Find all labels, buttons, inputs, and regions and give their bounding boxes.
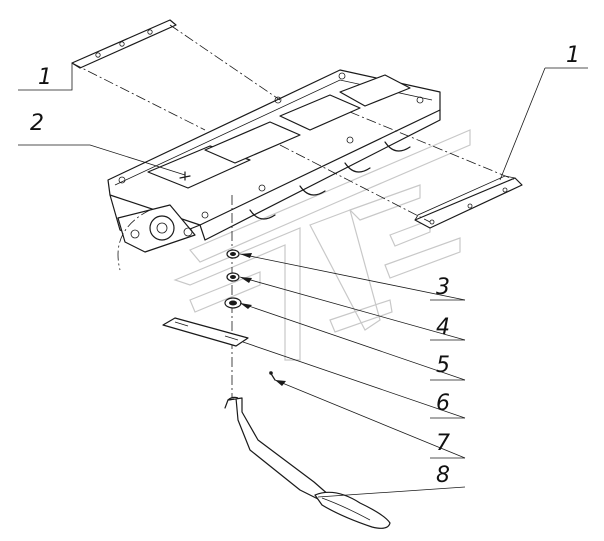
leader-lines	[18, 63, 588, 498]
callout-8: 8	[436, 463, 450, 488]
callout-5: 5	[436, 353, 450, 378]
pin	[269, 371, 276, 381]
callout-6: 6	[436, 391, 450, 416]
callout-1-left: 1	[38, 65, 52, 90]
assembly-centerlines	[71, 24, 516, 400]
callout-1-right: 1	[566, 43, 580, 68]
flat-bar	[162, 317, 249, 347]
housing	[107, 69, 441, 253]
washer-3	[226, 249, 240, 259]
washer-5	[224, 297, 242, 309]
plate-upper-left	[71, 19, 177, 69]
plate-right	[414, 175, 523, 229]
callout-2: 2	[30, 111, 44, 136]
callout-7: 7	[436, 431, 450, 456]
callout-4: 4	[436, 315, 450, 340]
handle-lever	[224, 396, 391, 529]
washer-4	[226, 272, 240, 282]
watermark-logo	[173, 129, 471, 361]
callout-3: 3	[436, 275, 450, 300]
